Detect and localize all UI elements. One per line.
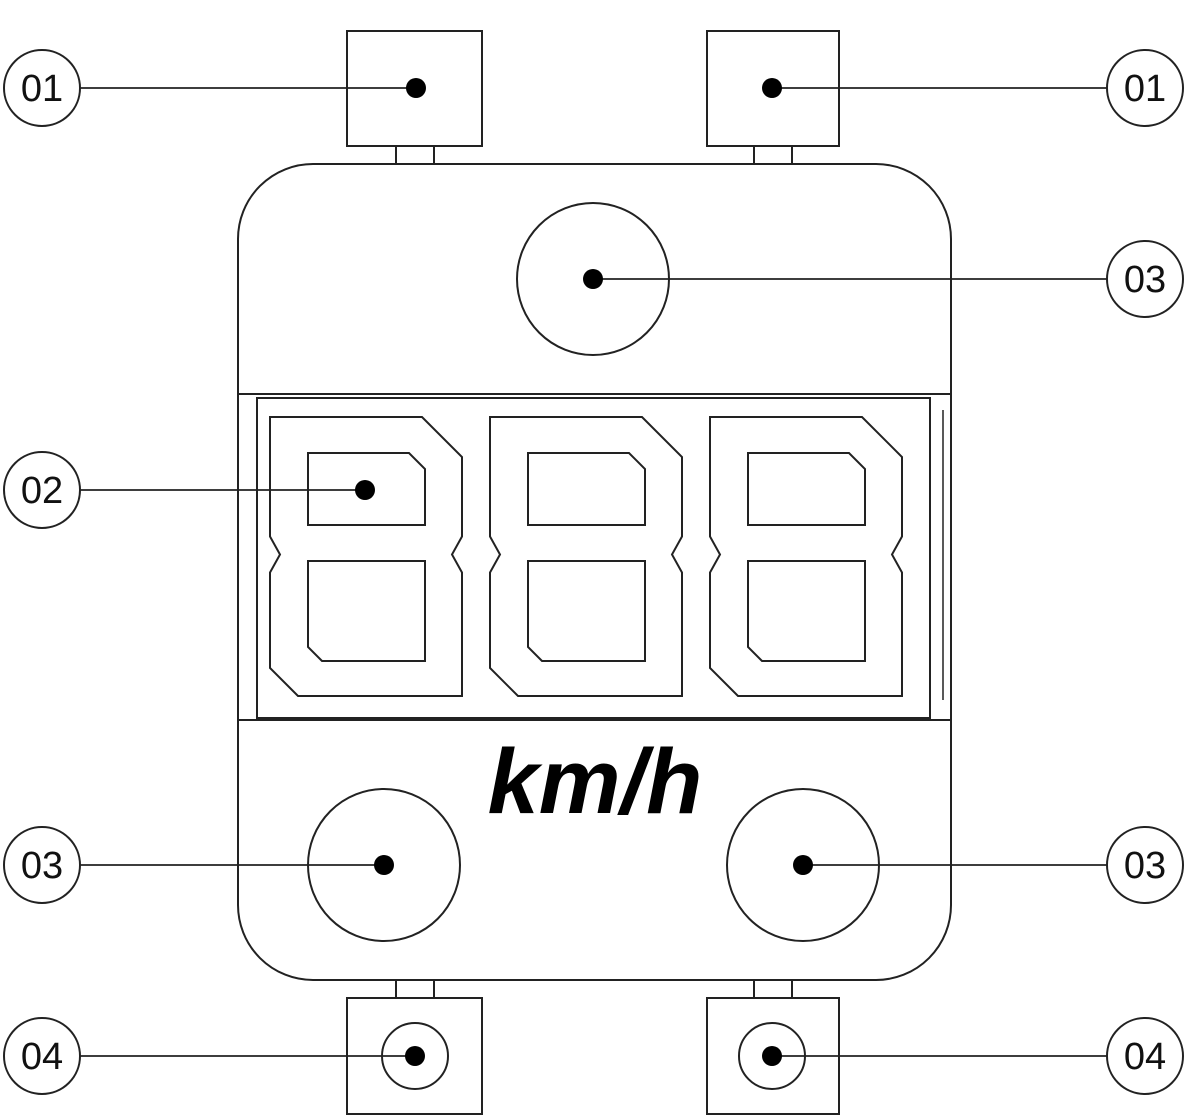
callout-top-right: 01 <box>1106 49 1184 127</box>
callout-top-center: 03 <box>1106 240 1184 318</box>
svg-text:02: 02 <box>21 470 63 512</box>
callout-bottom-right-mount: 04 <box>1106 1017 1184 1095</box>
display-window <box>256 397 931 719</box>
unit-label: km/h <box>488 731 703 833</box>
callout-bottom-left-mount: 04 <box>3 1017 81 1095</box>
digit-outline <box>489 416 683 697</box>
digit-1 <box>269 416 463 697</box>
digit-lower-window <box>747 560 866 662</box>
leader-dots <box>355 78 813 1066</box>
svg-text:04: 04 <box>1124 1036 1166 1078</box>
leader-lines <box>80 87 1107 1057</box>
svg-text:03: 03 <box>1124 259 1166 301</box>
svg-text:03: 03 <box>1124 845 1166 887</box>
digit-outline <box>709 416 903 697</box>
callout-top-left: 01 <box>3 49 81 127</box>
housing-outline <box>237 163 952 981</box>
digit-upper-window <box>747 452 866 526</box>
digit-upper-window <box>307 452 426 526</box>
callout-display: 02 <box>3 451 81 529</box>
callout-bottom-left: 03 <box>3 826 81 904</box>
svg-text:04: 04 <box>21 1036 63 1078</box>
svg-text:01: 01 <box>21 68 63 110</box>
digit-upper-window <box>527 452 646 526</box>
digit-lower-window <box>527 560 646 662</box>
callout-bottom-right: 03 <box>1106 826 1184 904</box>
svg-text:01: 01 <box>1124 68 1166 110</box>
svg-text:03: 03 <box>21 845 63 887</box>
seven-segment-digits <box>269 416 903 697</box>
digit-3 <box>709 416 903 697</box>
digit-lower-window <box>307 560 426 662</box>
digit-2 <box>489 416 683 697</box>
digit-outline <box>269 416 463 697</box>
